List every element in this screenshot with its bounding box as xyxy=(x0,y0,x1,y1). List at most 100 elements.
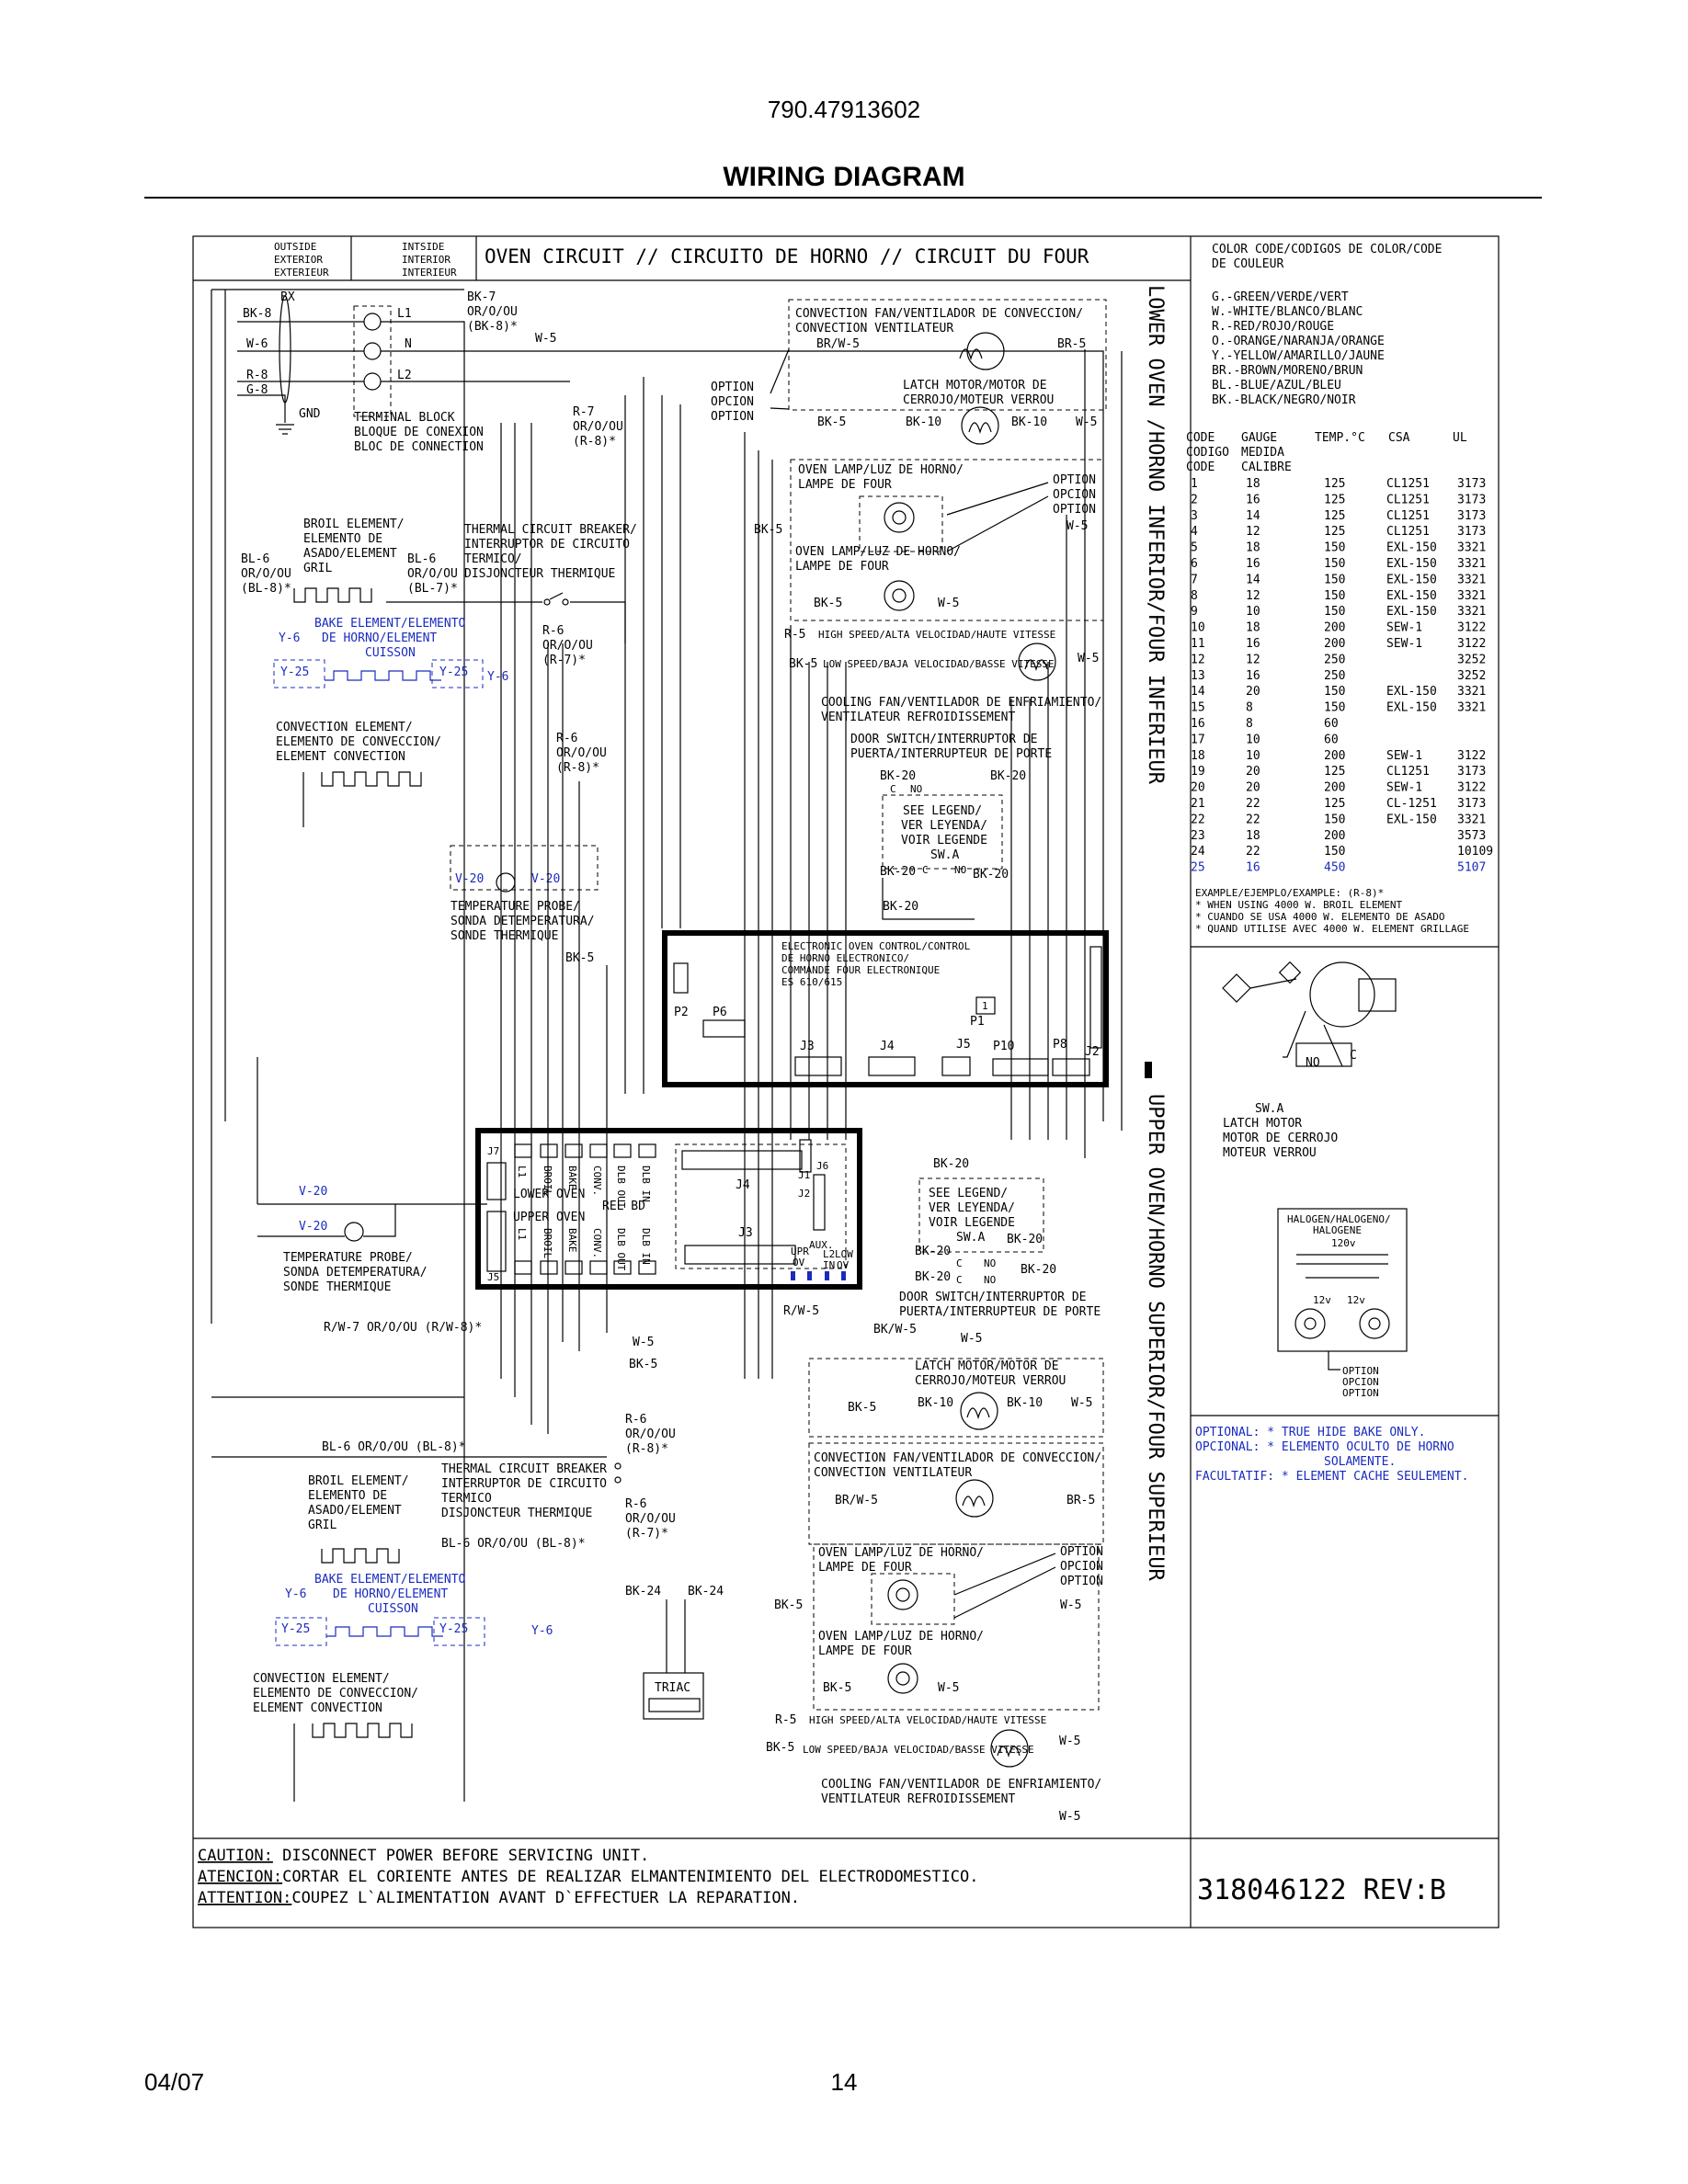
svg-text:R-6: R-6 xyxy=(556,732,577,745)
svg-text:ELEMENTO DE: ELEMENTO DE xyxy=(308,1489,387,1503)
svg-text:P10: P10 xyxy=(993,1040,1014,1053)
gauge-table-cell: 150 xyxy=(1324,605,1345,619)
svg-text:EXTERIEUR: EXTERIEUR xyxy=(274,267,329,279)
gauge-table-cell: EXL-150 xyxy=(1386,541,1437,555)
svg-text:G-8: G-8 xyxy=(246,383,268,397)
gauge-table-cell: 150 xyxy=(1324,557,1345,571)
svg-text:EXAMPLE/EJEMPLO/EXAMPLE: (R-8): EXAMPLE/EJEMPLO/EXAMPLE: (R-8)* xyxy=(1195,887,1384,899)
gauge-table-cell: 14 xyxy=(1246,509,1260,523)
svg-text:J5: J5 xyxy=(487,1271,499,1283)
svg-text:DOOR SWITCH/INTERRUPTOR DE: DOOR SWITCH/INTERRUPTOR DE xyxy=(899,1291,1087,1304)
lower-broil-element: BROIL ELEMENT/ ELEMENTO DE ASADO/ELEMENT… xyxy=(241,518,458,603)
footer-page-number: 14 xyxy=(830,2068,858,2096)
svg-text:R-5: R-5 xyxy=(775,1713,796,1727)
svg-text:J7: J7 xyxy=(487,1145,499,1157)
gauge-table-cell: 3122 xyxy=(1457,621,1486,635)
svg-text:BK-20: BK-20 xyxy=(880,865,916,879)
gauge-table-cell: 150 xyxy=(1324,813,1345,826)
gauge-table-cell: 16 xyxy=(1246,669,1260,683)
gauge-table-cell: 20 xyxy=(1246,781,1260,795)
svg-text:EXTERIOR: EXTERIOR xyxy=(274,254,323,266)
svg-text:HIGH SPEED/ALTA VELOCIDAD/HAUT: HIGH SPEED/ALTA VELOCIDAD/HAUTE VITESSE xyxy=(818,629,1055,641)
svg-text:P6: P6 xyxy=(713,1006,727,1019)
svg-text:J2: J2 xyxy=(1085,1045,1100,1059)
upper-cooling-fan: R-5 HIGH SPEED/ALTA VELOCIDAD/HAUTE VITE… xyxy=(766,1713,1101,1824)
svg-text:LAMPE DE FOUR: LAMPE DE FOUR xyxy=(818,1561,912,1575)
svg-text:OPCION: OPCION xyxy=(1053,488,1096,502)
svg-text:UPR: UPR xyxy=(791,1246,809,1257)
svg-text:SW.A: SW.A xyxy=(1255,1102,1283,1116)
svg-text:MOTOR DE CERROJO: MOTOR DE CERROJO xyxy=(1223,1132,1338,1145)
svg-text:(BL-8)*: (BL-8)* xyxy=(241,582,291,596)
gauge-table-cell: 5 xyxy=(1191,541,1198,555)
bk5-label-2: BK-5 xyxy=(629,1358,657,1371)
svg-text:CODE: CODE xyxy=(1186,461,1215,474)
rw7-label: R/W-7 OR/O/OU (R/W-8)* xyxy=(324,1321,482,1335)
svg-text:BL-6: BL-6 xyxy=(241,552,269,566)
svg-text:J3: J3 xyxy=(738,1226,753,1240)
bk7-label: BK-7 OR/O/OU (BK-8)* W-5 xyxy=(467,290,556,346)
gauge-table-cell: SEW-1 xyxy=(1386,781,1422,795)
svg-text:ES 610/615: ES 610/615 xyxy=(781,976,842,988)
svg-text:R-5: R-5 xyxy=(784,628,805,642)
bkw5-label: BK/W-5 xyxy=(873,1323,917,1337)
svg-text:OPTION: OPTION xyxy=(711,381,754,394)
gauge-table-cell: 16 xyxy=(1246,557,1260,571)
gauge-table-cell: 10 xyxy=(1246,605,1260,619)
svg-text:DLB IN: DLB IN xyxy=(640,1166,652,1202)
gauge-table-cell: 3 xyxy=(1191,509,1198,523)
svg-text:12v: 12v xyxy=(1313,1294,1331,1306)
svg-text:BK-20: BK-20 xyxy=(990,769,1026,783)
svg-text:L2: L2 xyxy=(823,1248,835,1260)
svg-text:C: C xyxy=(890,783,896,795)
svg-text:BK-5: BK-5 xyxy=(789,657,817,671)
vertical-label-upper: UPPER OVEN/HORNO SUPERIOR/FOUR SUPERIEUR xyxy=(1144,1094,1167,1582)
gauge-table-cell: 14 xyxy=(1246,573,1260,586)
svg-text:BROIL ELEMENT/: BROIL ELEMENT/ xyxy=(308,1474,409,1488)
svg-text:J4: J4 xyxy=(880,1040,895,1053)
gauge-table-cell: 9 xyxy=(1191,605,1198,619)
gauge-table-cell: 22 xyxy=(1246,797,1260,811)
svg-text:J1: J1 xyxy=(798,1169,810,1181)
vertical-label-lower: LOWER OVEN /HORNO INFERIOR/FOUR INFERIEU… xyxy=(1144,285,1167,785)
svg-text:BK-5: BK-5 xyxy=(848,1401,876,1415)
optional-note: OPTIONAL: * TRUE HIDE BAKE ONLY. OPCIONA… xyxy=(1195,1426,1468,1484)
gauge-table-cell: 20 xyxy=(1246,765,1260,779)
svg-text:J3: J3 xyxy=(800,1040,815,1053)
svg-text:V-20: V-20 xyxy=(299,1185,327,1199)
svg-text:(R-7)*: (R-7)* xyxy=(625,1527,668,1541)
gauge-table-cell: 450 xyxy=(1324,861,1345,875)
r6-r7-label: R-6 OR/O/OU (R-7)* xyxy=(542,624,593,667)
gauge-table-cell: 125 xyxy=(1324,765,1345,779)
svg-text:TERMICO: TERMICO xyxy=(441,1492,492,1506)
svg-text:Y-25: Y-25 xyxy=(439,1622,468,1636)
svg-text:SONDA DETEMPERATURA/: SONDA DETEMPERATURA/ xyxy=(283,1266,428,1280)
gauge-table-cell: 200 xyxy=(1324,621,1345,635)
svg-text:OPTION: OPTION xyxy=(1053,503,1096,517)
gauge-table-cell: 16 xyxy=(1246,861,1260,875)
svg-text:L1: L1 xyxy=(516,1228,528,1240)
svg-text:CSA: CSA xyxy=(1388,431,1410,445)
svg-text:OPCION: OPCION xyxy=(1342,1376,1379,1388)
svg-text:BROIL ELEMENT/: BROIL ELEMENT/ xyxy=(303,518,405,531)
gauge-table-cell: 3173 xyxy=(1457,765,1486,779)
svg-text:W-6: W-6 xyxy=(246,337,268,351)
svg-text:TEMP.°C: TEMP.°C xyxy=(1315,431,1365,445)
svg-text:BK-20: BK-20 xyxy=(880,769,916,783)
gauge-table: CODE GAUGE TEMP.°C CSA UL CODIGO MEDIDA … xyxy=(1186,431,1493,875)
svg-text:BK-20: BK-20 xyxy=(1007,1233,1043,1246)
upper-oven-lamps: OVEN LAMP/LUZ DE HORNO/ LAMPE DE FOUR OP… xyxy=(774,1543,1103,1711)
svg-text:ELEMENT CONVECTION: ELEMENT CONVECTION xyxy=(276,750,405,764)
upper-door-switch: BK-20 SEE LEGEND/ VER LEYENDA/ VOIR LEGE… xyxy=(899,1157,1101,1319)
svg-text:DE COULEUR: DE COULEUR xyxy=(1212,257,1283,271)
svg-text:R-6: R-6 xyxy=(542,624,564,638)
svg-text:BR-5: BR-5 xyxy=(1066,1494,1095,1507)
svg-text:LAMPE DE FOUR: LAMPE DE FOUR xyxy=(818,1644,912,1658)
gauge-table-cell: 125 xyxy=(1324,493,1345,506)
svg-text:SONDE THERMIQUE: SONDE THERMIQUE xyxy=(451,929,558,943)
upper-bake-element: BAKE ELEMENT/ELEMENTO DE HORNO/ELEMENT C… xyxy=(275,1573,553,1646)
svg-text:BR.-BROWN/MORENO/BRUN: BR.-BROWN/MORENO/BRUN xyxy=(1212,364,1363,378)
svg-text:BK-10: BK-10 xyxy=(906,415,941,429)
svg-text:120v: 120v xyxy=(1331,1237,1356,1249)
